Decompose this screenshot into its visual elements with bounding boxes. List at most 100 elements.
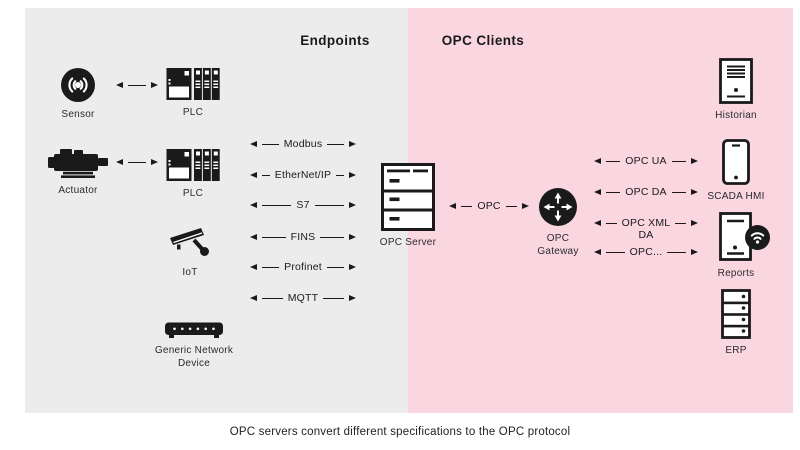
protocol-arrow-opc-other: OPC... — [594, 246, 698, 258]
protocol-label: S7 — [296, 199, 310, 211]
protocol-label: EtherNet/IP — [274, 169, 332, 181]
protocol-label: Profinet — [284, 261, 322, 273]
plc-label: PLC — [182, 188, 204, 199]
plc-icon — [166, 68, 220, 100]
arrowhead-left-icon — [594, 220, 601, 226]
smartphone-icon — [722, 139, 750, 185]
clients-section-title: OPC Clients — [441, 33, 525, 48]
actuator-icon — [48, 149, 108, 178]
device-actuator: Actuator — [38, 145, 118, 198]
sensor-label: Sensor — [61, 109, 95, 120]
actuator-label: Actuator — [58, 185, 98, 196]
link-server-gateway: OPC — [449, 200, 530, 212]
arrowhead-right-icon — [349, 295, 357, 301]
gateway-router-icon — [539, 188, 577, 226]
protocol-arrow-profinet: Profinet — [250, 261, 357, 273]
network-switch-icon — [165, 322, 223, 338]
arrow-line — [262, 297, 283, 299]
device-erp: ERP — [696, 289, 776, 358]
arrow-line — [667, 251, 686, 253]
arrowhead-left-icon — [116, 159, 123, 165]
server-icon — [381, 163, 435, 231]
arrow-line — [505, 205, 518, 207]
arrowhead-left-icon — [449, 203, 456, 209]
arrow-line — [326, 266, 345, 268]
arrowhead-left-icon — [250, 295, 257, 301]
arrowhead-left-icon — [250, 234, 257, 240]
arrowhead-left-icon — [116, 82, 123, 88]
arrowhead-right-icon — [691, 220, 699, 226]
protocol-arrow-modbus: Modbus — [250, 138, 356, 150]
protocol-label: Modbus — [283, 138, 323, 150]
arrow-line — [675, 222, 687, 224]
arrowhead-left-icon — [250, 202, 257, 208]
reports-tower-wifi-icon — [719, 212, 770, 261]
arrow-line — [671, 191, 686, 193]
protocol-label: MQTT — [287, 292, 319, 304]
endpoints-section-title: Endpoints — [300, 33, 370, 48]
arrow-line — [314, 204, 344, 206]
arrowhead-left-icon — [250, 172, 257, 178]
historian-label: Historian — [715, 110, 757, 121]
arrow-line — [336, 174, 345, 176]
device-iot: IoT — [150, 225, 230, 280]
protocol-label-line2: DA — [638, 229, 654, 241]
arrow-line — [327, 143, 344, 145]
cctv-camera-icon — [170, 228, 209, 256]
arrow-line — [606, 251, 625, 253]
arrowhead-right-icon — [691, 189, 698, 195]
arrow-line — [606, 160, 621, 162]
plc-label: PLC — [182, 107, 204, 118]
device-plc-1: PLC — [153, 67, 233, 120]
arrow-line — [606, 222, 617, 224]
reports-label: Reports — [717, 268, 755, 279]
arrowhead-right-icon — [151, 82, 158, 88]
link-actuator-plc — [116, 157, 158, 167]
arrowhead-right-icon — [349, 141, 356, 147]
device-reports: Reports — [696, 212, 776, 281]
protocol-label: FINS — [290, 231, 316, 243]
arrow-line — [323, 297, 345, 299]
arrow-line — [262, 236, 286, 238]
historian-tower-icon — [719, 58, 753, 104]
link-sensor-plc — [116, 80, 158, 90]
protocol-arrow-opc-xml-da: OPC XML — [594, 217, 699, 229]
arrowhead-right-icon — [349, 202, 356, 208]
arrow-line — [262, 143, 279, 145]
arrow-line — [671, 160, 686, 162]
iot-label: IoT — [182, 267, 198, 278]
protocol-label: OPC XML — [621, 217, 671, 229]
protocol-arrow-s7: S7 — [250, 199, 356, 211]
arrow-line — [262, 204, 292, 206]
arrow-line — [320, 236, 344, 238]
arrowhead-right-icon — [151, 159, 158, 165]
device-scada-hmi: SCADA HMI — [696, 139, 776, 204]
arrow-line — [606, 191, 621, 193]
protocol-arrow-opc-da: OPC DA — [594, 186, 698, 198]
arrow-line — [461, 205, 473, 207]
arrowhead-left-icon — [250, 141, 257, 147]
device-sensor: Sensor — [38, 67, 118, 122]
opc-gateway-label: OPC Gateway — [537, 233, 579, 257]
arrowhead-right-icon — [349, 234, 356, 240]
scada-hmi-label: SCADA HMI — [707, 191, 765, 202]
opc-server-label: OPC Server — [379, 237, 437, 248]
arrowhead-right-icon — [522, 203, 530, 209]
arrowhead-right-icon — [691, 249, 698, 255]
device-historian: Historian — [696, 58, 776, 123]
protocol-label: OPC DA — [625, 186, 667, 198]
generic-network-device-label: Generic Network Device — [154, 345, 234, 369]
opc-link-label: OPC — [477, 200, 501, 212]
arrowhead-left-icon — [250, 264, 257, 270]
arrowhead-left-icon — [594, 249, 601, 255]
protocol-arrow-ethernet-ip: EtherNet/IP — [250, 169, 357, 181]
arrow-line — [262, 266, 280, 268]
protocol-label: OPC UA — [625, 155, 667, 167]
arrowhead-right-icon — [349, 264, 357, 270]
erp-label: ERP — [725, 345, 747, 356]
arrowhead-right-icon — [691, 158, 698, 164]
arrowhead-left-icon — [594, 189, 601, 195]
plc-icon — [166, 149, 220, 181]
device-opc-server: OPC Server — [368, 163, 448, 250]
device-opc-gateway: OPC Gateway — [528, 187, 588, 258]
